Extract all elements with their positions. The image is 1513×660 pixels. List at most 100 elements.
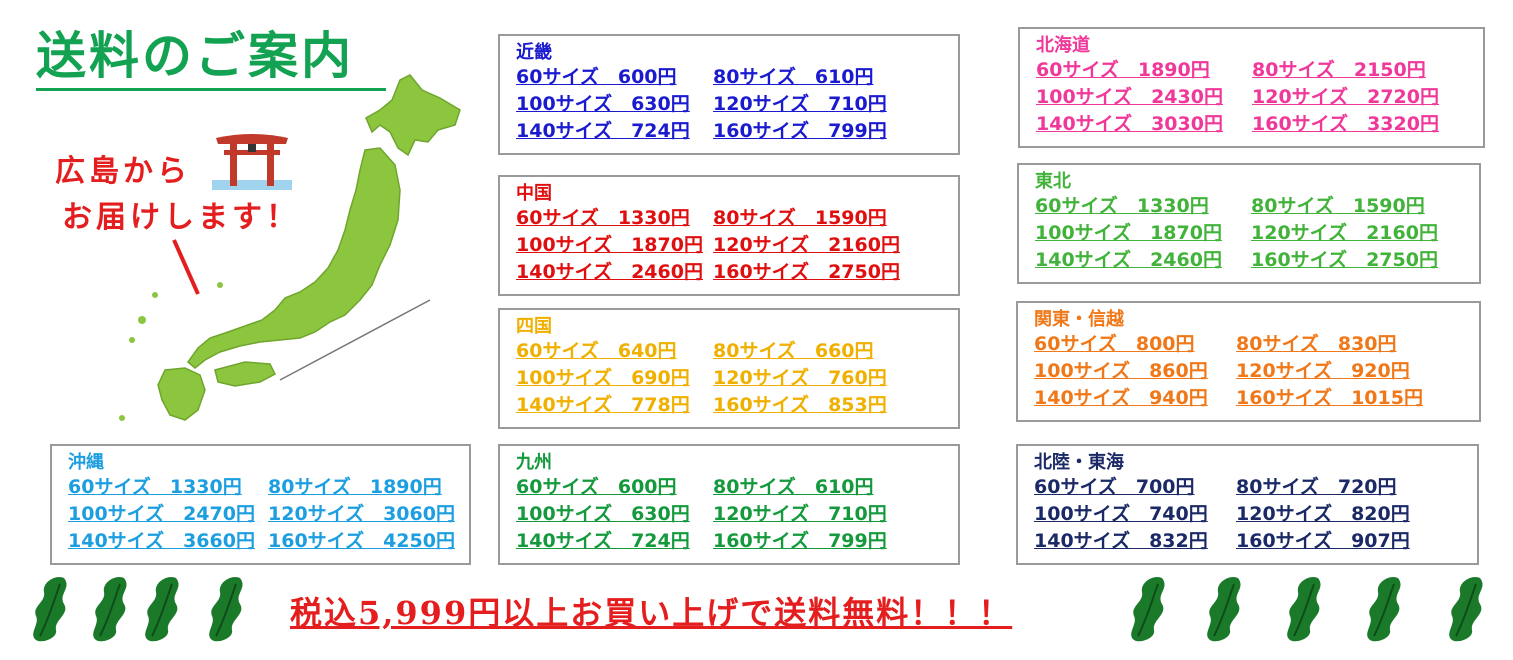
price-cell: 120サイズ 710円	[713, 503, 887, 525]
price-cell: 160サイズ 799円	[713, 530, 887, 552]
seaweed-icon	[145, 576, 179, 642]
price-cell: 60サイズ 1330円	[68, 476, 242, 498]
okinawa-divider-line	[279, 299, 431, 381]
price-cell: 120サイズ 760円	[713, 367, 887, 389]
price-row: 100サイズ 630円 120サイズ 710円	[516, 91, 958, 118]
price-cell: 100サイズ 630円	[516, 503, 690, 525]
region-name: 四国	[516, 316, 552, 337]
price-row: 100サイズ 2430円 120サイズ 2720円	[1036, 84, 1483, 111]
price-row: 140サイズ 2460円 160サイズ 2750円	[516, 259, 958, 286]
region-name: 北陸・東海	[1034, 452, 1124, 473]
seaweed-icon	[1207, 576, 1241, 642]
region-kinki: 近畿 60サイズ 600円 80サイズ 610円 100サイズ 630円 120サイ…	[498, 34, 960, 155]
price-cell: 60サイズ 700円	[1034, 476, 1195, 498]
price-cell: 80サイズ 1590円	[1251, 195, 1425, 217]
price-cell: 60サイズ 600円	[516, 476, 677, 498]
price-row: 60サイズ 1330円 80サイズ 1890円	[68, 474, 469, 501]
title-underline	[36, 88, 386, 91]
price-cell: 120サイズ 2160円	[713, 234, 900, 256]
price-cell: 60サイズ 640円	[516, 340, 677, 362]
price-row: 140サイズ 940円 160サイズ 1015円	[1034, 385, 1479, 412]
price-cell: 160サイズ 3320円	[1252, 113, 1439, 135]
note-line-1: 広島から	[55, 154, 191, 189]
price-row: 60サイズ 640円 80サイズ 660円	[516, 338, 958, 365]
price-row: 60サイズ 700円 80サイズ 720円	[1034, 474, 1477, 501]
note-line-2: お届けします！	[62, 200, 300, 235]
price-row: 60サイズ 1330円 80サイズ 1590円	[516, 205, 958, 232]
price-cell: 160サイズ 1015円	[1236, 387, 1423, 409]
torii-gate-icon	[212, 134, 292, 190]
price-cell: 60サイズ 1330円	[516, 207, 690, 229]
region-name: 近畿	[516, 42, 552, 63]
price-row: 60サイズ 800円 80サイズ 830円	[1034, 331, 1479, 358]
price-cell: 140サイズ 778円	[516, 394, 690, 416]
price-cell: 160サイズ 2750円	[713, 261, 900, 283]
region-name: 北海道	[1036, 35, 1090, 56]
price-row: 140サイズ 3030円 160サイズ 3320円	[1036, 111, 1483, 138]
price-cell: 120サイズ 710円	[713, 93, 887, 115]
price-cell: 80サイズ 610円	[713, 66, 874, 88]
price-cell: 100サイズ 1870円	[1035, 222, 1222, 244]
region-hokuriku-tokai: 北陸・東海 60サイズ 700円 80サイズ 720円 100サイズ 740円 12…	[1016, 444, 1479, 565]
seaweed-icon	[1287, 576, 1321, 642]
price-cell: 140サイズ 3660円	[68, 530, 255, 552]
price-cell: 80サイズ 2150円	[1252, 59, 1426, 81]
price-cell: 80サイズ 720円	[1236, 476, 1397, 498]
region-name: 九州	[516, 452, 552, 473]
seaweed-icon	[33, 576, 67, 642]
price-cell: 100サイズ 2430円	[1036, 86, 1223, 108]
price-cell: 80サイズ 610円	[713, 476, 874, 498]
price-cell: 140サイズ 2460円	[1035, 249, 1222, 271]
region-name: 沖縄	[68, 452, 104, 473]
seaweed-icon	[209, 576, 243, 642]
price-row: 60サイズ 600円 80サイズ 610円	[516, 474, 958, 501]
price-cell: 80サイズ 1590円	[713, 207, 887, 229]
price-cell: 60サイズ 1890円	[1036, 59, 1210, 81]
price-cell: 80サイズ 1890円	[268, 476, 442, 498]
free-shipping-banner: 税込5,999円以上お買い上げで送料無料！！！	[290, 594, 1013, 632]
seaweed-icon	[1367, 576, 1401, 642]
pointer-arrow-icon	[172, 239, 200, 295]
price-row: 140サイズ 778円 160サイズ 853円	[516, 392, 958, 419]
price-cell: 80サイズ 660円	[713, 340, 874, 362]
price-cell: 60サイズ 1330円	[1035, 195, 1209, 217]
seaweed-icon	[93, 576, 127, 642]
price-row: 60サイズ 600円 80サイズ 610円	[516, 64, 958, 91]
price-cell: 160サイズ 853円	[713, 394, 887, 416]
price-row: 100サイズ 740円 120サイズ 820円	[1034, 501, 1477, 528]
price-cell: 100サイズ 630円	[516, 93, 690, 115]
price-cell: 120サイズ 2720円	[1252, 86, 1439, 108]
price-cell: 140サイズ 724円	[516, 120, 690, 142]
region-name: 中国	[516, 183, 552, 204]
price-cell: 100サイズ 2470円	[68, 503, 255, 525]
price-cell: 160サイズ 907円	[1236, 530, 1410, 552]
price-cell: 100サイズ 740円	[1034, 503, 1208, 525]
price-row: 100サイズ 1870円 120サイズ 2160円	[1035, 220, 1479, 247]
seaweed-icon	[1449, 576, 1483, 642]
price-cell: 140サイズ 3030円	[1036, 113, 1223, 135]
price-cell: 80サイズ 830円	[1236, 333, 1397, 355]
price-cell: 120サイズ 820円	[1236, 503, 1410, 525]
japan-map-icon	[119, 74, 461, 421]
price-cell: 120サイズ 2160円	[1251, 222, 1438, 244]
price-cell: 140サイズ 2460円	[516, 261, 703, 283]
price-cell: 120サイズ 920円	[1236, 360, 1410, 382]
price-row: 60サイズ 1330円 80サイズ 1590円	[1035, 193, 1479, 220]
price-cell: 60サイズ 600円	[516, 66, 677, 88]
price-cell: 100サイズ 690円	[516, 367, 690, 389]
price-cell: 140サイズ 940円	[1034, 387, 1208, 409]
seaweed-icon	[1131, 576, 1165, 642]
price-row: 60サイズ 1890円 80サイズ 2150円	[1036, 57, 1483, 84]
region-name: 関東・信越	[1034, 309, 1124, 330]
price-cell: 60サイズ 800円	[1034, 333, 1195, 355]
